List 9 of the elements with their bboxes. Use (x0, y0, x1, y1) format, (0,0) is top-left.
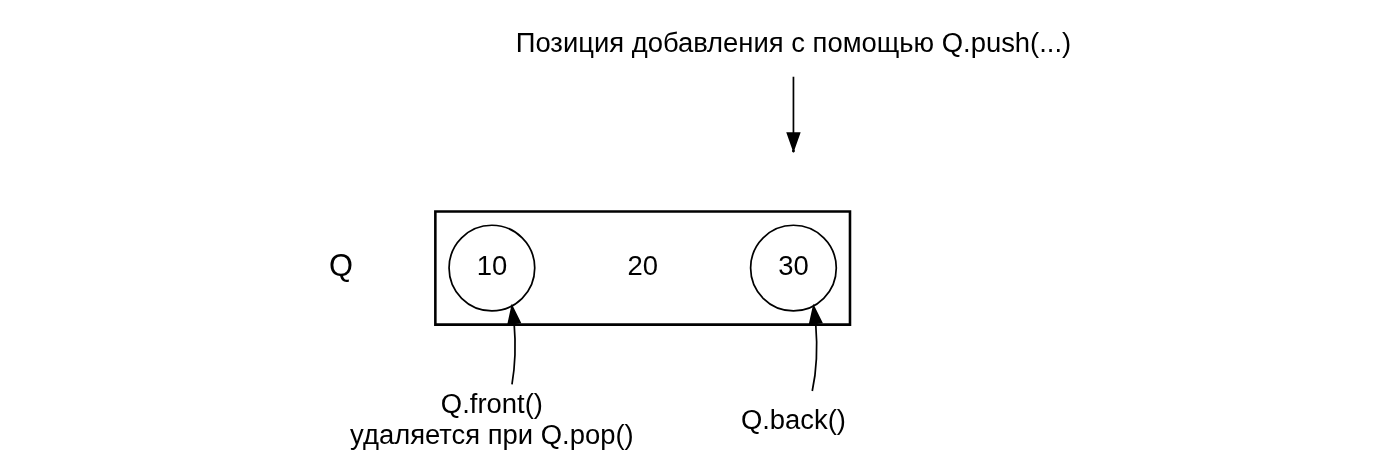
arrow (507, 303, 522, 386)
arrow (808, 303, 823, 392)
node-label: Q (329, 247, 354, 283)
node-text: Q.back() (740, 403, 846, 435)
node-circle: 30 (749, 224, 838, 312)
node-text: Q.front() удаляется при Q.pop() (350, 388, 634, 451)
node-circle: 10 (448, 224, 536, 312)
node-text: 20 (627, 249, 658, 281)
node-text: Позиция добавления с помощью Q.push(...) (515, 27, 1072, 59)
